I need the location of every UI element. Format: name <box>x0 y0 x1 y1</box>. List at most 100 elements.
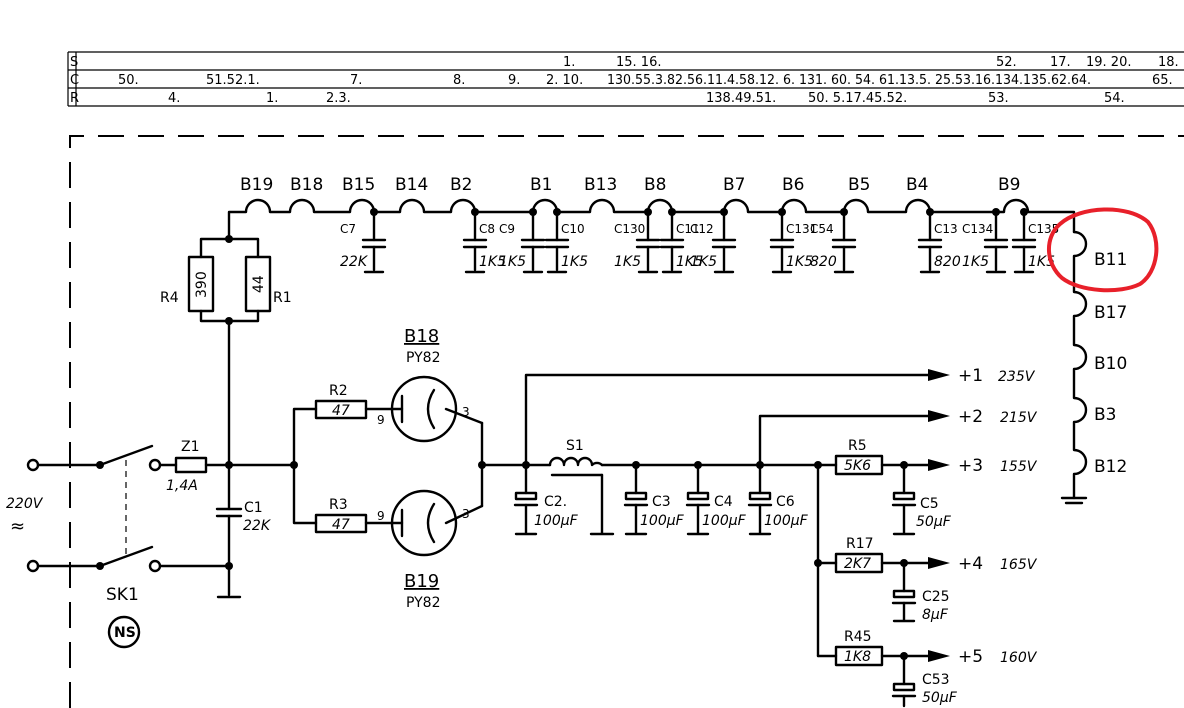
cap-name: C10 <box>561 222 585 236</box>
c5-name: C5 <box>920 496 939 512</box>
table-row-label-s: S <box>70 55 78 70</box>
output-label: +2 <box>958 407 983 427</box>
electrolytic-capacitor <box>623 463 649 536</box>
cap-name: C131 <box>786 222 817 236</box>
c3-value: 100μF <box>640 513 685 529</box>
z1-value: 1,4A <box>166 478 198 494</box>
r4-value: 390 <box>194 271 210 298</box>
electrolytic-capacitor <box>747 463 773 536</box>
v1-name: B18 <box>404 326 439 347</box>
decoupling-capacitor: C10 1K5 <box>544 208 588 274</box>
cap-name: C13 <box>934 222 958 236</box>
electrolytic-capacitor <box>513 463 539 536</box>
table-c-cell: 7. <box>350 73 362 88</box>
v2-name: B19 <box>404 571 439 592</box>
z1-name: Z1 <box>181 439 200 455</box>
decoupling-capacitors: C722KC81K5C91K5C101K5C1301K5C111K5C121K5… <box>340 208 1059 274</box>
v1-type: PY82 <box>406 350 441 366</box>
r4-r1-network: 390 44 R4 R1 <box>160 235 292 467</box>
cap-value: 1K5 <box>479 254 506 270</box>
c5-value: 50μF <box>916 514 952 530</box>
cap-name: C11 <box>676 222 700 236</box>
r5-value: 5K6 <box>844 458 871 474</box>
table-c-cell: 50. <box>118 73 139 88</box>
table-c-cell: 51.52.1. <box>206 73 260 88</box>
decoupling-capacitor: C134 1K5 <box>962 208 1009 274</box>
c6-name: C6 <box>776 494 795 510</box>
c2-name: C2. <box>544 494 567 510</box>
output-voltage: 235V <box>998 369 1036 385</box>
output-voltage: 215V <box>1000 410 1038 426</box>
mains-input: 220V ≈ SK1 NS <box>6 444 231 649</box>
decoupling-capacitor: C131 1K5 <box>769 208 817 274</box>
v1-pin-cathode: 3 <box>462 405 470 419</box>
cap-value: 820 <box>934 254 961 270</box>
valve-label: B19 <box>240 175 273 195</box>
table-r-cell: 54. <box>1104 91 1125 106</box>
output-label: +3 <box>958 456 983 476</box>
table-r-cell: 138.49.51. <box>706 91 776 106</box>
output-voltage: 155V <box>1000 459 1038 475</box>
r2-name: R2 <box>329 383 348 399</box>
valve-label: B13 <box>584 175 617 195</box>
r4-name: R4 <box>160 290 179 306</box>
r5-name: R5 <box>848 438 867 454</box>
valve-label: B18 <box>290 175 323 195</box>
decoupling-capacitor: C9 1K5 <box>499 208 546 274</box>
filter-cap-labels: C2. 100μF C3 100μF C4 100μF C6 100μF <box>534 494 809 529</box>
cap-name: C134 <box>962 222 993 236</box>
cap-value: 1K5 <box>561 254 588 270</box>
table-r-cell: 1. <box>266 91 278 106</box>
valve-label-b11: B11 <box>1094 250 1127 270</box>
cap-value: 1K5 <box>690 254 717 270</box>
valve-label: B8 <box>644 175 666 195</box>
electrolytic-capacitor <box>685 463 711 536</box>
table-c-cell: 130.55.3.82.56.11.4.58.12. 6. 131. 60. 5… <box>607 73 1091 88</box>
r45-value: 1K8 <box>844 649 871 665</box>
ns-badge-text: NS <box>114 625 136 641</box>
cap-value: 1K5 <box>499 254 526 270</box>
output-label: +4 <box>958 554 983 574</box>
r3-value: 47 <box>332 517 350 533</box>
cap-value: 1K5 <box>962 254 989 270</box>
c2-value: 100μF <box>534 513 579 529</box>
cap-value: 1K5 <box>614 254 641 270</box>
valve-label: B10 <box>1094 354 1127 374</box>
s1-name: S1 <box>566 438 584 454</box>
cap-name: C8 <box>479 222 495 236</box>
fuse-z1: Z1 1,4A <box>158 439 231 494</box>
r1-value: 44 <box>251 275 267 293</box>
table-c-cell: 9. <box>508 73 520 88</box>
r2-value: 47 <box>332 403 350 419</box>
valve-label: B6 <box>782 175 804 195</box>
table-r-cell: 53. <box>988 91 1009 106</box>
cap-value: 1K5 <box>786 254 813 270</box>
decoupling-capacitor: C13 820 <box>917 208 961 274</box>
electrolytic-capacitor <box>891 654 917 708</box>
cap-value: 22K <box>340 254 369 270</box>
c53-name: C53 <box>922 672 950 688</box>
cap-name: C7 <box>340 222 356 236</box>
valve-label: B9 <box>998 175 1020 195</box>
valve-label: B14 <box>395 175 428 195</box>
mains-voltage: 220V <box>6 496 44 512</box>
c4-value: 100μF <box>702 513 747 529</box>
table-s-cell: 52. <box>996 55 1017 70</box>
table-row-label-c: C <box>70 73 79 88</box>
r17-name: R17 <box>846 536 874 552</box>
cap-name: C9 <box>499 222 515 236</box>
electrolytic-capacitor <box>891 561 917 623</box>
enclosure-border <box>69 135 1184 708</box>
table-s-cell: 19. 20. <box>1086 55 1131 70</box>
valve-label: B17 <box>1094 303 1127 323</box>
c25-value: 8μF <box>922 607 949 623</box>
table-r-cell: 2.3. <box>326 91 351 106</box>
table-s-cell: 17. <box>1050 55 1071 70</box>
decoupling-capacitor: C7 22K <box>340 208 387 274</box>
v1-pin-anode: 9 <box>377 413 385 427</box>
table-s-cell: 15. 16. <box>616 55 661 70</box>
